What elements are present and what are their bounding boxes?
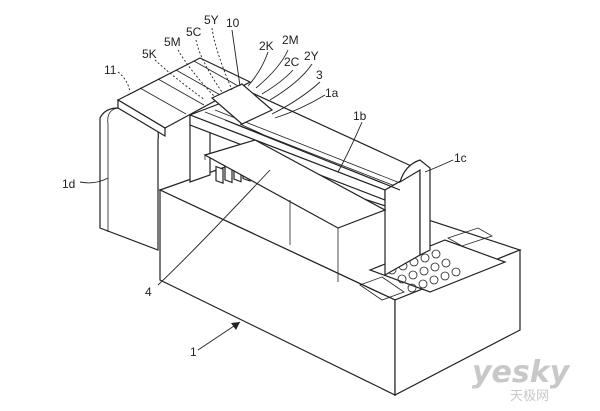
label-5M: 5M (164, 35, 181, 49)
watermark-logo: yesky 天极网 (472, 355, 571, 404)
print-platen (203, 139, 387, 282)
label-10: 10 (226, 16, 240, 30)
label-4: 4 (145, 285, 152, 299)
label-2K: 2K (259, 39, 274, 53)
label-1: 1 (190, 345, 197, 359)
control-panel (359, 227, 507, 301)
label-5Y: 5Y (204, 13, 219, 27)
reference-labels: 5Y 10 5C 5M 5K 2K 2M 2C 2Y 3 11 1a 1b 1c… (62, 13, 467, 359)
label-5C: 5C (186, 25, 202, 39)
label-1c: 1c (454, 151, 467, 165)
label-3: 3 (316, 68, 323, 82)
label-1d: 1d (62, 177, 75, 191)
label-2C: 2C (284, 55, 300, 69)
label-2Y: 2Y (304, 49, 319, 63)
panel-display (447, 227, 493, 247)
label-1a: 1a (325, 86, 339, 100)
ink-tank-unit (99, 57, 252, 251)
label-11: 11 (104, 63, 117, 77)
watermark-brand: yesky (472, 355, 571, 390)
label-2M: 2M (282, 33, 299, 47)
leader-lines (79, 27, 454, 351)
label-5K: 5K (142, 47, 157, 61)
panel-slot (359, 276, 405, 301)
watermark-sub: 天极网 (510, 389, 549, 404)
label-1b: 1b (353, 109, 367, 123)
